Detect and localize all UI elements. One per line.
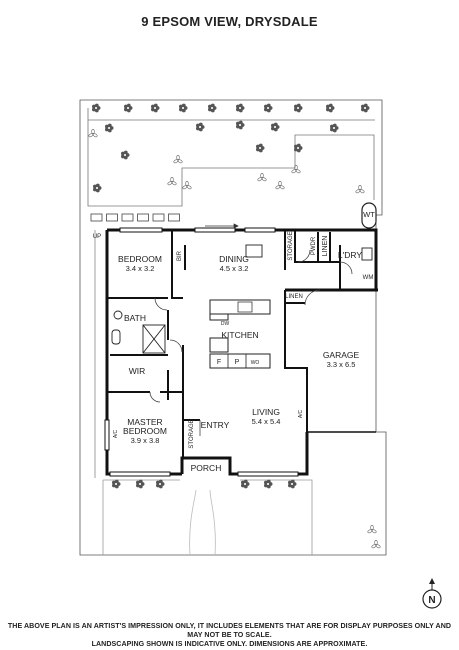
shrub-icon	[120, 150, 130, 160]
grass-icon	[88, 128, 98, 138]
storage-top-label: STORAGE	[288, 231, 294, 260]
kitchen-cabinets	[227, 354, 247, 368]
shrub-icon	[325, 103, 335, 113]
shrub-icon	[293, 143, 303, 153]
water-tank-icon	[361, 202, 377, 229]
paver	[121, 213, 134, 222]
disclaimer: THE ABOVE PLAN IS AN ARTIST'S IMPRESSION…	[0, 622, 459, 649]
shrub-icon	[155, 479, 165, 489]
garage-size: 3.3 x 6.5	[327, 360, 356, 369]
shrub-icon	[255, 143, 265, 153]
doors	[149, 249, 353, 436]
bath-label: BATH	[124, 313, 146, 323]
linen-top-label: LINEN	[322, 236, 329, 257]
wir-label: WIR	[129, 366, 146, 376]
ac-master-label: A/C	[113, 429, 119, 438]
master-label-1: MASTER	[127, 417, 162, 427]
linen-mid-label: LINEN	[285, 294, 303, 300]
laundry-label: L'DRY	[338, 250, 362, 260]
shrub-icon	[92, 183, 102, 193]
living-size: 5.4 x 5.4	[252, 417, 281, 426]
pantry-label: P	[235, 359, 240, 366]
shrub-icon	[360, 103, 370, 113]
garden-beds	[87, 108, 375, 556]
grass-icon	[182, 180, 192, 190]
shrub-icon	[270, 122, 280, 132]
paver	[137, 213, 149, 222]
shrub-icon	[263, 479, 273, 489]
grass-icon	[371, 540, 381, 549]
shrub-icon	[91, 103, 101, 113]
dw-label: DW	[221, 321, 230, 327]
up-label: UP	[93, 234, 101, 240]
compass-label: N	[428, 595, 435, 606]
grass-icon	[275, 181, 285, 190]
shrub-icon	[287, 479, 297, 489]
paver	[152, 213, 165, 222]
garden-plants	[88, 103, 381, 549]
ac-living-label: A/C	[298, 409, 304, 418]
page-title: 9 EPSOM VIEW, DRYSDALE	[141, 14, 318, 29]
shrub-icon	[235, 120, 245, 130]
shrub-icon	[235, 103, 245, 113]
shrub-icon	[135, 479, 145, 489]
bedroom-size: 3.4 x 3.2	[126, 264, 155, 273]
kitchen-bench	[209, 299, 271, 369]
windows	[104, 227, 299, 477]
bir-label: BIR	[177, 250, 183, 261]
sliding-door-arrows	[205, 223, 239, 229]
grass-icon	[167, 176, 177, 186]
shrub-icon	[104, 123, 114, 133]
master-size: 3.9 x 3.8	[131, 436, 160, 445]
paver	[168, 213, 180, 222]
entry-label: ENTRY	[201, 420, 230, 430]
disclaimer-line-2: LANDSCAPING SHOWN IS INDICATIVE ONLY. DI…	[91, 640, 368, 648]
fixture-labels: WT UP BIR STORAGE PWDR LINEN WM LINEN DW…	[93, 210, 375, 449]
wall-oven-label: WO	[251, 360, 260, 366]
wm-label: WM	[363, 275, 374, 281]
dining-size: 4.5 x 3.2	[220, 264, 249, 273]
garage-label: GARAGE	[323, 350, 360, 360]
shrub-icon	[150, 103, 160, 113]
grass-icon	[173, 154, 183, 164]
grass-icon	[291, 165, 301, 174]
shrub-icon	[195, 122, 205, 132]
master-label-2: BEDROOM	[123, 426, 167, 436]
storage-entry-label: STORAGE	[189, 419, 195, 448]
bathroom-fixtures	[111, 244, 373, 354]
disclaimer-line-1: THE ABOVE PLAN IS AN ARTIST'S IMPRESSION…	[7, 622, 452, 639]
shrub-icon	[178, 103, 188, 113]
shrub-icon	[329, 123, 339, 133]
compass-icon: N	[422, 578, 442, 609]
porch-label: PORCH	[191, 463, 222, 473]
pwdr-label: PWDR	[311, 236, 317, 255]
garden-pavers	[90, 213, 180, 222]
wt-label: WT	[363, 210, 375, 219]
paver	[106, 213, 118, 222]
shrub-icon	[263, 103, 273, 113]
shrub-icon	[111, 479, 121, 489]
living-label: LIVING	[252, 407, 280, 417]
bedroom-label: BEDROOM	[118, 254, 162, 264]
paver	[90, 213, 103, 222]
kitchen-label: KITCHEN	[221, 330, 258, 340]
grass-icon	[257, 173, 267, 182]
shrub-icon	[123, 103, 133, 113]
fridge-label: F	[217, 359, 221, 366]
dining-label: DINING	[219, 254, 249, 264]
grass-icon	[367, 525, 377, 534]
shrub-icon	[293, 103, 303, 113]
room-labels: BEDROOM 3.4 x 3.2 DINING 4.5 x 3.2 KITCH…	[118, 250, 362, 473]
shrub-icon	[207, 103, 217, 113]
shrub-icon	[240, 479, 250, 489]
grass-icon	[355, 185, 365, 194]
